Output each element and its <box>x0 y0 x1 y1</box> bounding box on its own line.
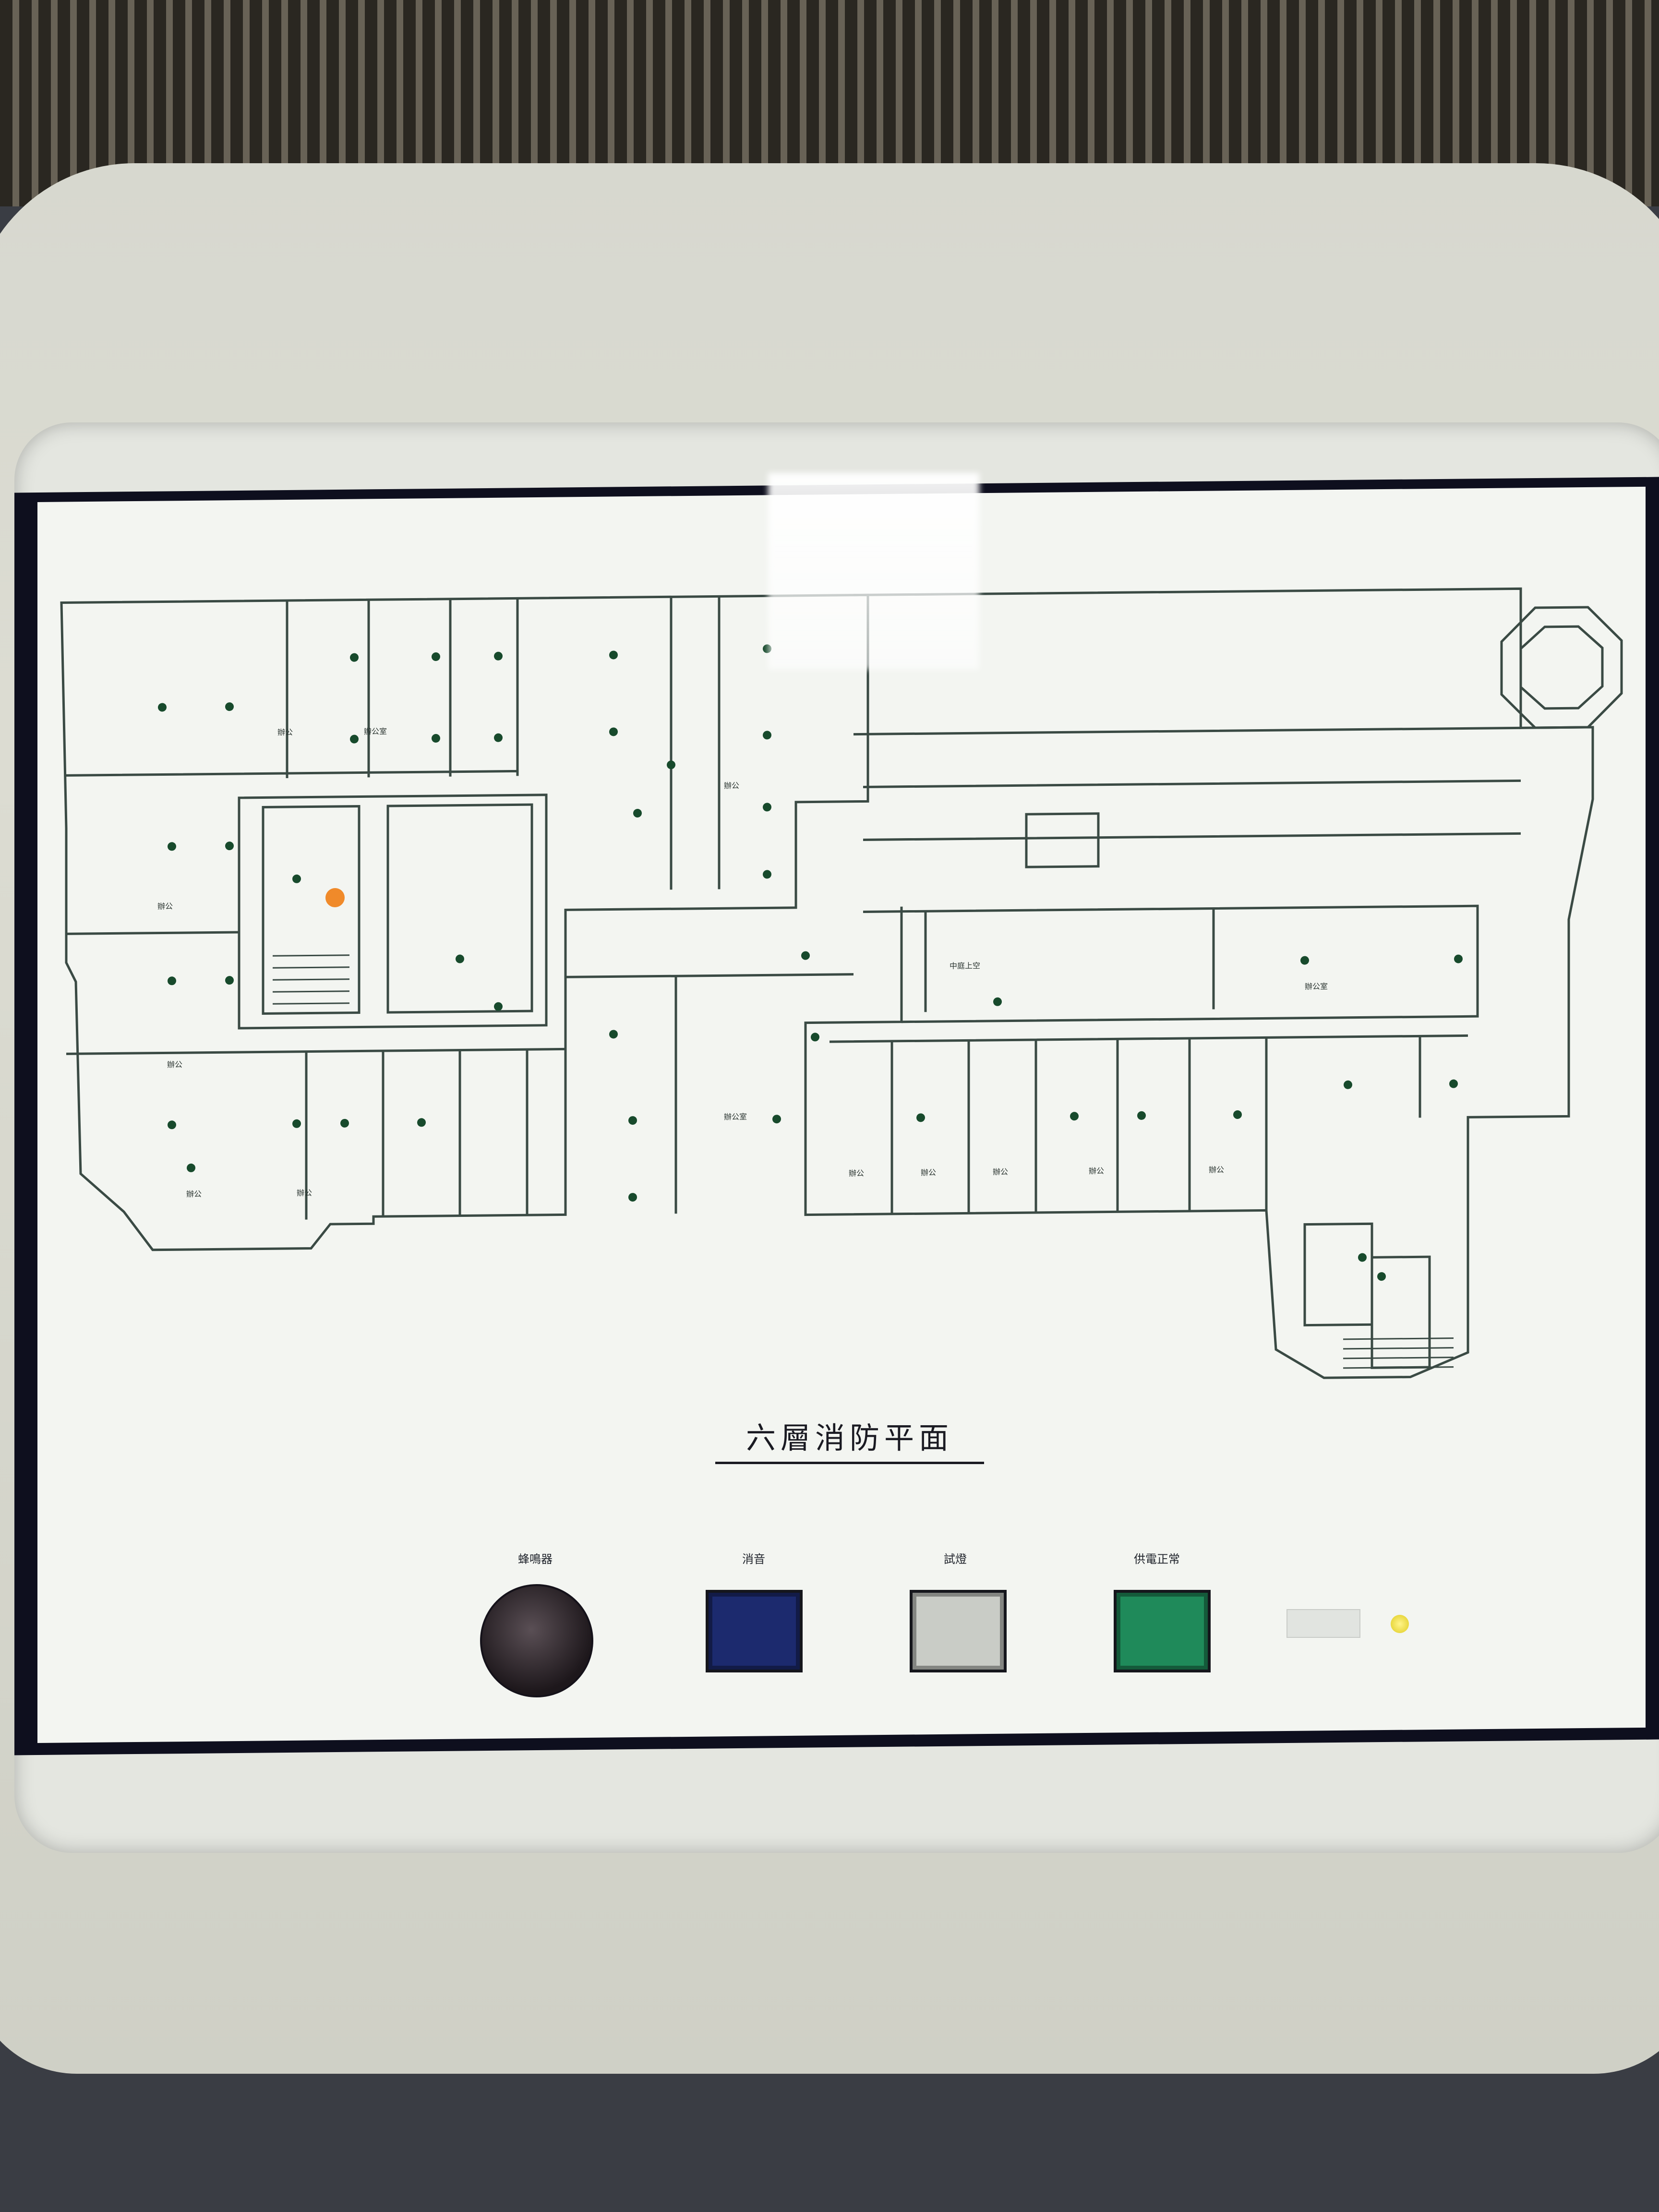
smoke-detector-dot <box>168 976 176 986</box>
smoke-detector-dot <box>628 1193 637 1202</box>
stair-treads <box>273 954 1454 1369</box>
smoke-detector-dot <box>1377 1272 1386 1281</box>
buzzer <box>480 1584 593 1697</box>
floor-title: 六層消防平面 <box>715 1414 984 1464</box>
smoke-detector-dot <box>1137 1111 1146 1120</box>
room-label: 辦公 <box>1209 1165 1224 1174</box>
room-label: 辦公 <box>277 728 293 737</box>
fire-alarm-display-panel: 辦公 辦公 辦公 辦公 辦公 辦公 辦公 辦公 辦公 辦公 辦公 辦公室 辦公室… <box>14 477 1659 1755</box>
room-label: 辦公 <box>1089 1166 1104 1176</box>
smoke-detector-dot <box>763 731 771 740</box>
smoke-detector-dot <box>1300 956 1309 965</box>
smoke-detector-dot <box>1449 1079 1458 1088</box>
floor-plan-drawing: 辦公 辦公 辦公 辦公 辦公 辦公 辦公 辦公 辦公 辦公 辦公 辦公室 辦公室… <box>60 587 1623 1379</box>
smoke-detector-dot <box>168 1120 176 1130</box>
smoke-detector-dot <box>801 951 810 960</box>
smoke-detector-dot <box>225 842 234 851</box>
smoke-detector-dot <box>350 653 359 662</box>
alarm-point-indicator <box>325 888 345 908</box>
silence-button[interactable] <box>706 1590 803 1672</box>
smoke-detector-dot <box>494 733 503 742</box>
smoke-detector-dot <box>494 651 503 661</box>
floor-plan: 辦公 辦公 辦公 辦公 辦公 辦公 辦公 辦公 辦公 辦公 辦公 辦公室 辦公室… <box>37 487 1646 1743</box>
smoke-detector-dot <box>494 1002 503 1011</box>
smoke-detector-dot <box>187 1163 195 1172</box>
room-label: 辦公 <box>297 1188 312 1197</box>
smoke-detectors <box>158 644 1463 1281</box>
smoke-detector-dot <box>763 803 771 812</box>
room-label: 辦公 <box>157 902 173 911</box>
smoke-detector-dot <box>225 976 234 985</box>
smoke-detector-dot <box>340 1118 349 1128</box>
smoke-detector-dot <box>158 703 167 712</box>
power-normal-indicator <box>1114 1590 1211 1672</box>
smoke-detector-dot <box>772 1115 781 1124</box>
silence-label: 消音 <box>742 1552 765 1566</box>
smoke-detector-dot <box>993 997 1002 1006</box>
room-label: 辦公 <box>849 1168 864 1178</box>
room-label: 辦公 <box>724 781 739 790</box>
ceiling-light-reflection <box>768 473 979 670</box>
smoke-detector-dot <box>1454 954 1463 963</box>
smoke-detector-dot <box>916 1113 925 1122</box>
smoke-detector-dot <box>417 1118 426 1127</box>
room-labels: 辦公 辦公 辦公 辦公 辦公 辦公 辦公 辦公 辦公 辦公 辦公 辦公室 辦公室… <box>157 727 1328 1199</box>
walls <box>60 587 1623 1379</box>
room-label: 辦公 <box>186 1190 202 1199</box>
smoke-detector-dot <box>168 842 176 851</box>
smoke-detector-dot <box>1070 1112 1079 1121</box>
power-label: 供電正常 <box>1134 1552 1180 1566</box>
smoke-detector-dot <box>811 1033 819 1042</box>
smoke-detector-dot <box>609 1030 618 1039</box>
smoke-detector-dot <box>1358 1253 1367 1262</box>
smoke-detector-dot <box>432 734 440 743</box>
lamp-test-button[interactable] <box>910 1590 1007 1672</box>
smoke-detector-dot <box>628 1116 637 1125</box>
smoke-detector-dot <box>633 808 642 817</box>
room-label: 辦公 <box>993 1167 1008 1177</box>
smoke-detector-dot <box>350 734 359 744</box>
smoke-detector-dot <box>1233 1110 1242 1119</box>
status-led <box>1391 1615 1409 1633</box>
floor-plan-sheet: 辦公 辦公 辦公 辦公 辦公 辦公 辦公 辦公 辦公 辦公 辦公 辦公室 辦公室… <box>37 486 1646 1743</box>
smoke-detector-dot <box>609 727 618 736</box>
smoke-detector-dot <box>609 650 618 660</box>
smoke-detector-dot <box>292 874 301 883</box>
room-label: 中庭上空 <box>950 961 980 971</box>
smoke-detector-dot <box>1344 1080 1352 1089</box>
buzzer-label: 蜂鳴器 <box>518 1552 553 1566</box>
smoke-detector-dot <box>225 702 234 711</box>
smoke-detector-dot <box>432 652 440 661</box>
smoke-detector-dot <box>292 1119 301 1128</box>
smoke-detector-dot <box>763 870 771 879</box>
test-label: 試燈 <box>944 1552 967 1566</box>
smoke-detector-dot <box>667 760 675 769</box>
label-plate <box>1286 1609 1360 1638</box>
room-label: 辦公室 <box>1305 982 1328 991</box>
room-label: 辦公室 <box>364 727 387 736</box>
room-label: 辦公 <box>921 1168 936 1177</box>
room-label: 辦公 <box>167 1060 182 1069</box>
room-label: 辦公室 <box>724 1112 747 1121</box>
smoke-detector-dot <box>456 954 464 963</box>
